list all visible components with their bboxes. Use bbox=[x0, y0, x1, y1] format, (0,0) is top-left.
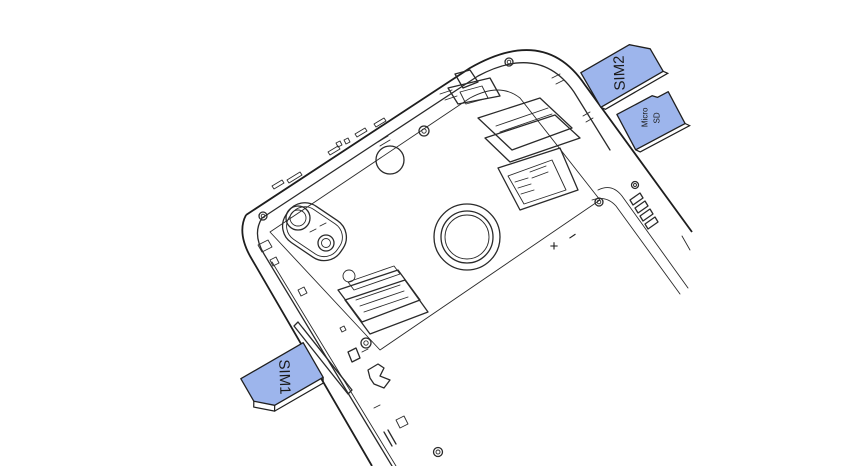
misc-circles bbox=[342, 145, 405, 283]
screw-icon bbox=[258, 57, 640, 458]
plus-sign: + bbox=[550, 238, 559, 255]
sim2-sd-tray bbox=[477, 97, 581, 211]
chassis-details bbox=[257, 73, 691, 447]
sim1-label: SIM1 bbox=[275, 359, 293, 395]
sim1-tray bbox=[337, 265, 429, 335]
sim2-card: SIM2 bbox=[580, 44, 670, 110]
minus-sign: − bbox=[564, 227, 581, 246]
sim-card-icon bbox=[240, 342, 324, 406]
camera-module-icon bbox=[281, 202, 348, 262]
micro-sd-label-line1: Micro bbox=[641, 107, 650, 127]
fingerprint-sensor-icon bbox=[433, 203, 501, 271]
micro-sd-card-icon bbox=[616, 91, 686, 151]
micro-sd-label-line2: SD bbox=[652, 112, 661, 123]
top-slot-bracket bbox=[439, 69, 501, 105]
sim1-card: SIM1 bbox=[240, 342, 324, 412]
sim-card-icon bbox=[580, 44, 664, 108]
phone-frame bbox=[241, 49, 693, 466]
micro-sd-card: Micro SD bbox=[616, 91, 691, 153]
sim2-label: SIM2 bbox=[611, 55, 629, 91]
